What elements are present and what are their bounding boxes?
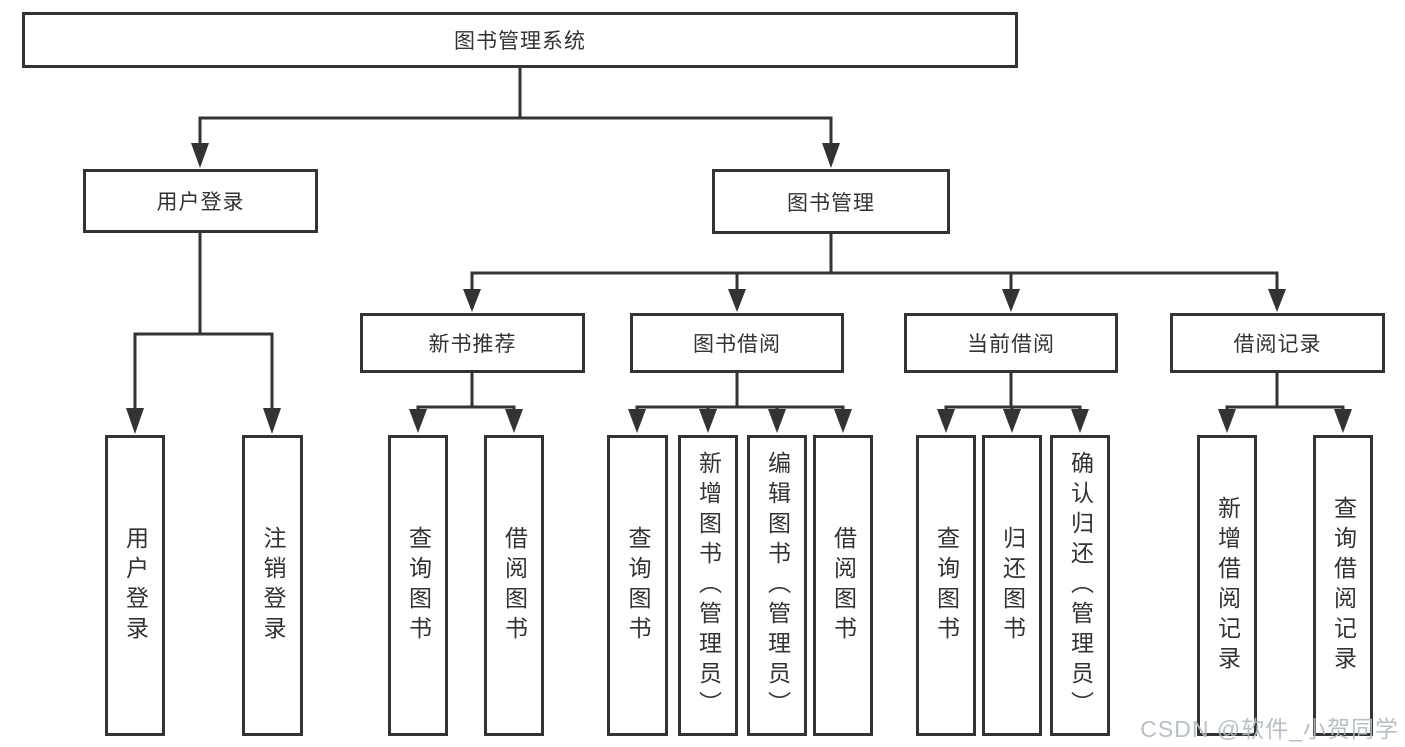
leaf-confirm-return-admin: 确认归还（管理员） bbox=[1050, 435, 1110, 736]
leaf-logout: 注销登录 bbox=[242, 435, 303, 736]
leaf-return-books: 归还图书 bbox=[982, 435, 1042, 736]
leaf-query-books-current: 查询图书 bbox=[916, 435, 976, 736]
leaf-add-borrow-record: 新增借阅记录 bbox=[1197, 435, 1257, 736]
leaf-user-login: 用户登录 bbox=[105, 435, 165, 736]
leaf-query-borrow-record: 查询借阅记录 bbox=[1313, 435, 1373, 736]
csdn-watermark: CSDN @软件_小贺同学 bbox=[1140, 716, 1399, 742]
node-book-borrow: 图书借阅 bbox=[630, 313, 844, 373]
node-borrow-records: 借阅记录 bbox=[1170, 313, 1385, 373]
node-user-login: 用户登录 bbox=[83, 169, 318, 233]
leaf-borrow-books: 借阅图书 bbox=[813, 435, 873, 736]
leaf-query-books-recommend: 查询图书 bbox=[388, 435, 448, 736]
node-new-book-recommend: 新书推荐 bbox=[360, 313, 585, 373]
leaf-edit-books-admin: 编辑图书（管理员） bbox=[747, 435, 807, 736]
leaf-add-books-admin: 新增图书（管理员） bbox=[678, 435, 738, 736]
node-root: 图书管理系统 bbox=[22, 12, 1018, 68]
node-book-management: 图书管理 bbox=[712, 169, 950, 234]
node-current-borrow: 当前借阅 bbox=[904, 313, 1118, 373]
leaf-borrow-books-recommend: 借阅图书 bbox=[484, 435, 544, 736]
leaf-query-books-borrow: 查询图书 bbox=[607, 435, 668, 736]
